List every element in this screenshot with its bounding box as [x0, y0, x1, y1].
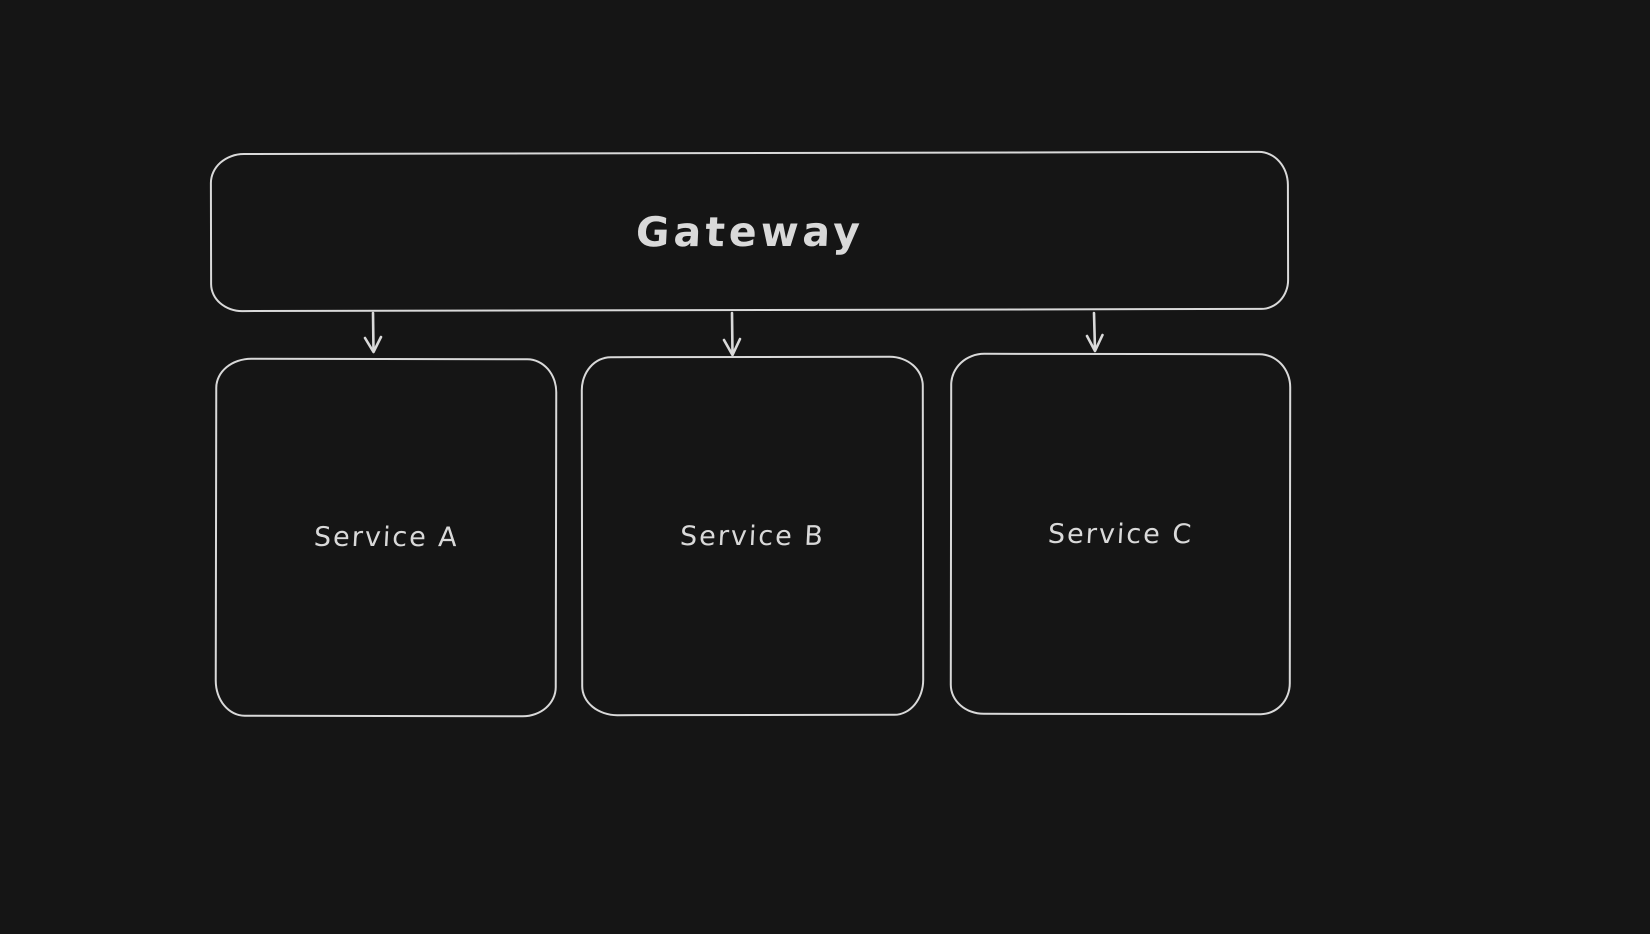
node-service-b[interactable]: Service B: [580, 355, 925, 717]
arrow-gateway-to-service-a[interactable]: [363, 311, 383, 354]
node-service-c[interactable]: Service C: [949, 352, 1292, 716]
node-gateway[interactable]: Gateway: [209, 150, 1290, 313]
node-service-a-label: Service A: [312, 521, 460, 554]
node-service-c-label: Service C: [1047, 518, 1194, 550]
arrow-gateway-to-service-c[interactable]: [1085, 311, 1104, 353]
arrow-gateway-to-service-b[interactable]: [722, 311, 742, 357]
node-service-b-label: Service B: [679, 520, 826, 552]
node-gateway-label: Gateway: [634, 207, 865, 256]
node-service-a[interactable]: Service A: [214, 357, 558, 718]
